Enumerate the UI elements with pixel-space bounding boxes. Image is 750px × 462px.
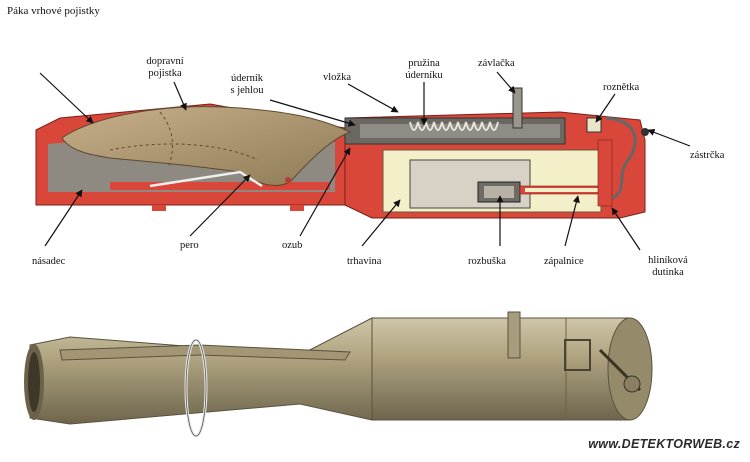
- leader-zavlacka: [496, 71, 516, 94]
- leader-hlinikova: [611, 207, 641, 251]
- leader-roznetka: [595, 93, 616, 123]
- header-label: Páka vrhové pojistky: [7, 5, 100, 17]
- label-udernik-line2: s jehlou: [230, 85, 264, 96]
- leader-ozub: [299, 147, 351, 237]
- label-ozub: ozub: [282, 240, 303, 251]
- leader-dopravni: [173, 81, 187, 111]
- safety-clip: [605, 116, 637, 200]
- label-hlinikova-line2: dutinka: [652, 267, 684, 278]
- leader-zapalnice: [564, 195, 580, 247]
- label-zapalnice: zápalnice: [544, 256, 584, 267]
- leader-vlozka: [347, 83, 399, 113]
- cross-section: [35, 87, 649, 219]
- label-pruzina-line2: úderníku: [405, 70, 443, 81]
- exterior-view: [24, 311, 653, 438]
- label-hlinikova-dutinka: hliníková dutinka: [628, 255, 708, 279]
- label-hlinikova-line1: hliníková: [648, 255, 688, 266]
- label-vlozka: vložka: [323, 72, 351, 83]
- label-dopravni-line2: pojistka: [148, 68, 182, 79]
- body-exterior: [371, 317, 631, 421]
- leader-trhavina: [361, 199, 401, 247]
- handle-exterior: [29, 317, 373, 425]
- label-udernik-line1: úderník: [230, 73, 264, 84]
- split-pin: [512, 87, 523, 129]
- leader-header: [39, 72, 94, 124]
- label-pruzina: pružina úderníku: [392, 58, 456, 82]
- label-pruzina-line1: pružina: [408, 58, 440, 69]
- label-pero: pero: [180, 240, 199, 251]
- leader-lines: [39, 71, 691, 251]
- primer: [586, 117, 602, 133]
- label-nasadec: násadec: [32, 256, 66, 267]
- label-zavlacka: závlačka: [478, 58, 515, 69]
- label-dopravni-pojistka: dopravní pojistka: [120, 56, 210, 80]
- label-rozbuska: rozbuška: [468, 256, 506, 267]
- lever-spring: [149, 170, 263, 188]
- watermark: www.DETEKTORWEB.cz: [588, 437, 740, 451]
- label-roznetka: roznětka: [603, 82, 640, 93]
- label-trhavina: trhavina: [347, 256, 382, 267]
- label-dopravni-line1: dopravní: [146, 56, 184, 67]
- body-cap: [607, 317, 653, 421]
- leader-zastrcka: [647, 128, 691, 147]
- leader-nasadec: [44, 189, 83, 247]
- aluminium-tube: [597, 139, 613, 207]
- leader-udernik: [269, 99, 356, 127]
- leader-pero: [189, 174, 251, 237]
- label-zastrcka: zástrčka: [690, 150, 725, 161]
- label-udernik: úderník s jehlou: [212, 73, 282, 97]
